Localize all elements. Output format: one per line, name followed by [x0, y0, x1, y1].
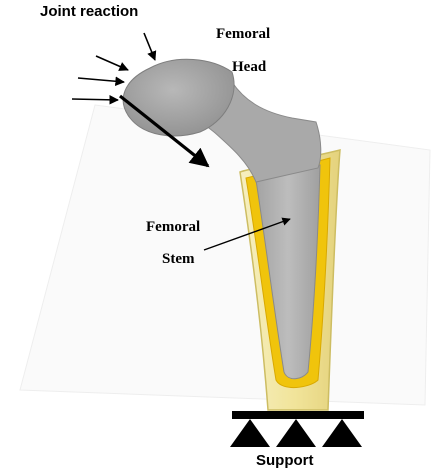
support-plate: [232, 411, 364, 419]
femoral-stem-label-line1: Femoral: [146, 220, 200, 235]
femoral-head-label-line2: Head: [232, 60, 266, 75]
joint-reaction-arrow-3: [78, 78, 124, 82]
support-triangle-1: [230, 419, 270, 447]
background-panel: [20, 105, 430, 405]
joint-reaction-arrow-4: [72, 99, 118, 100]
joint-reaction-arrow-2: [96, 56, 128, 70]
joint-reaction-arrow-1: [144, 33, 155, 60]
femoral-stem-label-line2: Stem: [162, 252, 195, 267]
support-label: Support: [256, 453, 314, 468]
joint-reaction-label: Joint reaction: [40, 4, 138, 19]
support-triangle-2: [276, 419, 316, 447]
femoral-head-label-line1: Femoral: [216, 27, 270, 42]
support-triangle-3: [322, 419, 362, 447]
